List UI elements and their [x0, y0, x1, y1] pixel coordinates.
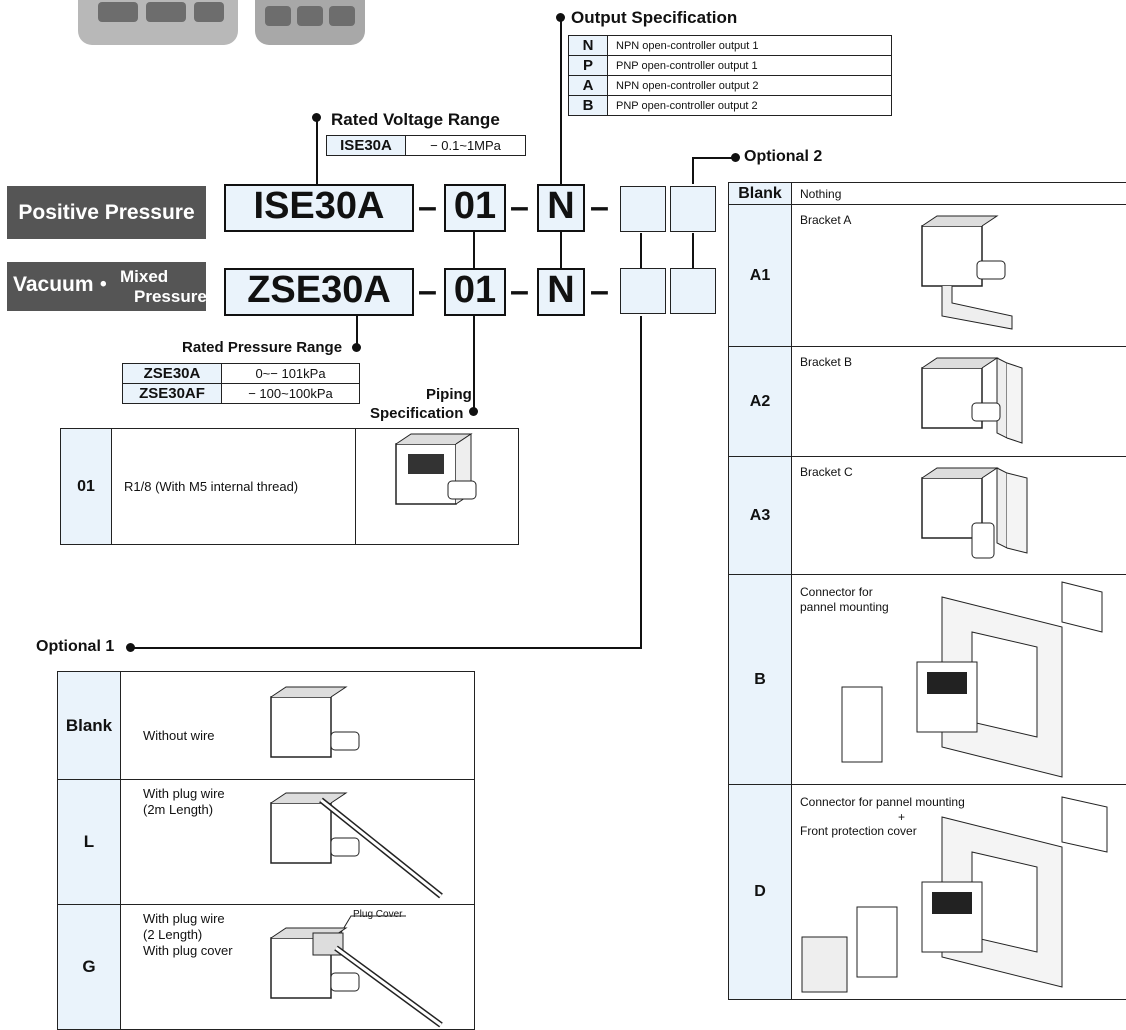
positive-pressure-label: Positive Pressure — [7, 186, 206, 239]
optional1-table: Blank Without wire L With plug wire (2m … — [57, 671, 475, 1030]
table-row: P PNP open-controller output 1 — [568, 55, 892, 76]
table-row: Blank Nothing — [728, 182, 1126, 205]
rated-pressure-range: 0~− 101kPa — [221, 363, 360, 384]
table-row: B Connector for pannel mounting — [728, 574, 1126, 785]
product-photo-left — [78, 0, 238, 45]
optional2-code: D — [728, 784, 792, 1000]
output-desc: NPN open-controller output 1 — [607, 35, 892, 56]
piping-title-line1: Piping — [426, 386, 472, 403]
optional1-desc: (2 Length) — [143, 927, 203, 942]
optional1-desc: With plug cover — [143, 943, 233, 958]
rated-voltage-model: ISE30A — [326, 135, 406, 156]
piping-table: 01 R1/8 (With M5 internal thread) — [60, 428, 519, 545]
optional2-desc: Bracket C — [800, 465, 853, 479]
table-row: L With plug wire (2m Length) — [57, 779, 475, 905]
optional2-box-2 — [670, 268, 716, 314]
optional2-code: A2 — [728, 346, 792, 457]
optional2-desc: Front protection cover — [800, 824, 917, 838]
output-spec-table: N NPN open-controller output 1 P PNP ope… — [568, 35, 892, 116]
piping-code: 01 — [60, 428, 112, 545]
optional2-code: B — [728, 574, 792, 785]
rated-pressure-range: − 100~100kPa — [221, 383, 360, 404]
rated-pressure-table: ZSE30A 0~− 101kPa ZSE30AF − 100~100kPa — [122, 363, 360, 404]
sensor-with-plug-cover-icon — [270, 915, 443, 1028]
vacuum-mixed-pressure-label: Vacuum • Mixed Pressure — [7, 262, 207, 311]
table-row: D Connector for pannel mounting + Front … — [728, 784, 1126, 1000]
panel-mount-connector-icon — [841, 581, 1103, 778]
rated-pressure-model: ZSE30AF — [122, 383, 222, 404]
optional1-desc: Without wire — [143, 728, 215, 743]
optional2-desc: Bracket A — [800, 213, 852, 227]
sensor-illustration — [395, 433, 477, 505]
optional2-desc: Connector for pannel mounting — [800, 795, 965, 809]
optional2-code: A1 — [728, 204, 792, 347]
bracket-a-icon — [921, 215, 1013, 330]
optional2-box-1 — [670, 186, 716, 232]
output-code: B — [568, 95, 608, 116]
sensor-with-plug-wire-icon — [270, 792, 443, 899]
piping-box-1: 01 — [444, 184, 506, 232]
optional2-desc: pannel mounting — [800, 600, 889, 614]
table-row: A2 Bracket B — [728, 346, 1126, 457]
table-row: N NPN open-controller output 1 — [568, 35, 892, 56]
optional2-desc: + — [898, 810, 906, 824]
output-code: N — [568, 35, 608, 56]
panel-mount-with-cover-icon — [801, 796, 1108, 993]
optional2-desc: Bracket B — [800, 355, 853, 369]
optional1-desc: With plug wire — [143, 786, 225, 801]
output-spec-title: Output Specification — [571, 8, 738, 27]
rated-pressure-model: ZSE30A — [122, 363, 222, 384]
table-row: B PNP open-controller output 2 — [568, 95, 892, 116]
output-box-2: N — [537, 268, 585, 316]
table-row: A NPN open-controller output 2 — [568, 75, 892, 96]
output-desc: PNP open-controller output 1 — [607, 55, 892, 76]
optional1-desc: With plug wire — [143, 911, 225, 926]
table-row: Blank Without wire — [57, 671, 475, 780]
optional2-code: A3 — [728, 456, 792, 575]
piping-title-line2: Specification — [370, 405, 464, 422]
optional2-desc: Nothing — [791, 182, 1126, 205]
optional2-table: Blank Nothing A1 Bracket A A2 Bracket B — [728, 182, 1126, 1000]
optional1-desc: (2m Length) — [143, 802, 214, 817]
output-desc: PNP open-controller output 2 — [607, 95, 892, 116]
optional1-code: G — [57, 904, 121, 1030]
optional1-box-2 — [620, 268, 666, 314]
table-row: A3 Bracket C — [728, 456, 1126, 575]
output-desc: NPN open-controller output 2 — [607, 75, 892, 96]
product-photo-right — [255, 0, 365, 45]
model-box-zse30a: ZSE30A — [224, 268, 414, 316]
plug-cover-callout: Plug Cover — [353, 909, 403, 920]
output-box-1: N — [537, 184, 585, 232]
bracket-b-icon — [921, 357, 1023, 444]
rated-voltage-table: ISE30A − 0.1~1MPa — [326, 135, 526, 156]
piping-image — [355, 428, 519, 545]
rated-pressure-title: Rated Pressure Range — [182, 339, 343, 356]
output-code: P — [568, 55, 608, 76]
optional2-title: Optional 2 — [744, 148, 823, 165]
table-row: G With plug wire (2 Length) With plug co… — [57, 904, 475, 1030]
optional2-code: Blank — [728, 182, 792, 205]
optional1-code: L — [57, 779, 121, 905]
rated-voltage-title: Rated Voltage Range — [331, 110, 500, 129]
model-box-ise30a: ISE30A — [224, 184, 414, 232]
output-code: A — [568, 75, 608, 96]
optional1-code: Blank — [57, 671, 121, 780]
bracket-c-icon — [921, 467, 1028, 559]
optional1-box-1 — [620, 186, 666, 232]
sensor-without-wire-icon — [270, 686, 360, 758]
optional2-desc: Connector for — [800, 585, 873, 599]
table-row: A1 Bracket A — [728, 204, 1126, 347]
piping-desc: R1/8 (With M5 internal thread) — [111, 428, 356, 545]
rated-voltage-range: − 0.1~1MPa — [405, 135, 526, 156]
piping-box-2: 01 — [444, 268, 506, 316]
optional1-title: Optional 1 — [36, 638, 115, 655]
